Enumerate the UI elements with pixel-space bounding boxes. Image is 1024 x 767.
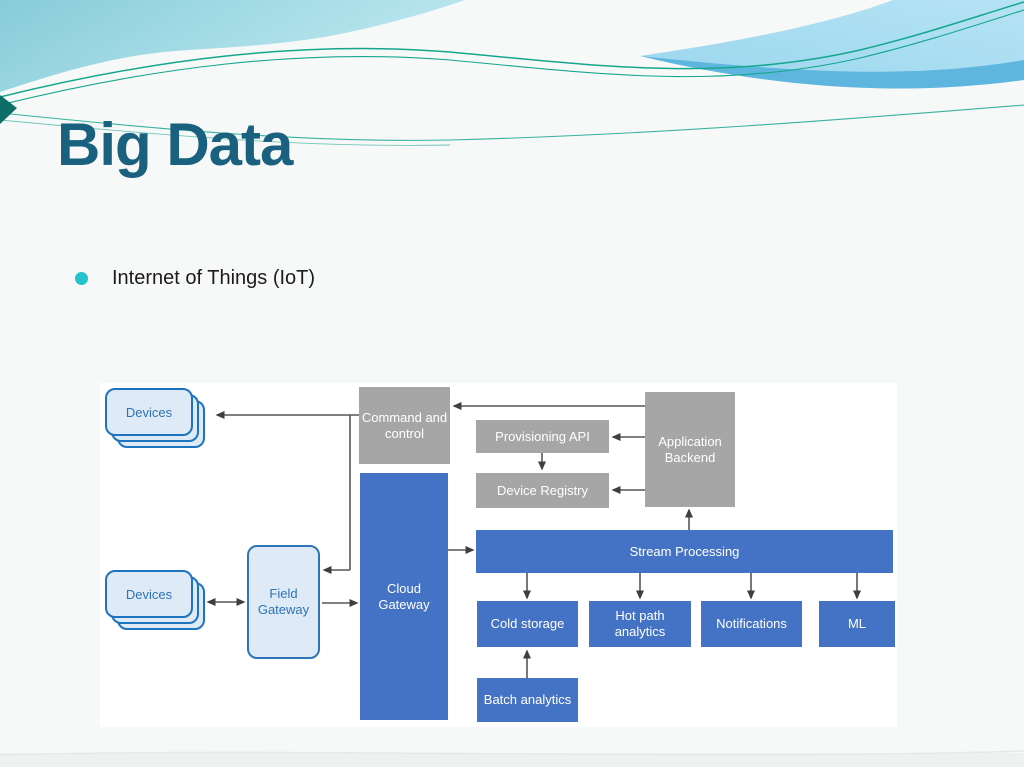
node-label: Command and control — [361, 409, 448, 441]
node-provisioning-api: Provisioning API — [476, 420, 609, 453]
node-label: Notifications — [716, 616, 787, 632]
devices-stack-card-front: Devices — [105, 388, 193, 436]
node-cloud-gateway: Cloud Gateway — [360, 473, 448, 720]
node-label: Cloud Gateway — [378, 580, 430, 612]
wave-line-4 — [0, 119, 451, 146]
header-wave-graphic — [0, 0, 1024, 146]
wave-band-corner-dark — [640, 56, 1024, 89]
node-label: Field Gateway — [257, 586, 310, 617]
wave-line-2 — [0, 9, 1024, 106]
wave-band-main — [0, 0, 465, 92]
node-device-registry: Device Registry — [476, 473, 609, 508]
node-batch-analytics: Batch analytics — [477, 678, 578, 722]
slide-title: Big Data — [57, 111, 293, 178]
bullet-text: Internet of Things (IoT) — [112, 267, 316, 289]
node-ml: ML — [819, 601, 895, 647]
node-label: Provisioning API — [495, 428, 590, 444]
iot-architecture-diagram: Devices Devices Command and control Clou… — [100, 383, 897, 727]
node-devices-bottom: Devices — [105, 570, 207, 632]
node-stream-processing: Stream Processing — [476, 530, 893, 573]
footer-wave-graphic — [0, 750, 1024, 767]
node-label: Device Registry — [496, 482, 589, 498]
node-label: Devices — [125, 404, 173, 420]
wave-line-1 — [0, 1, 1024, 98]
node-notifications: Notifications — [701, 601, 802, 647]
node-command-and-control: Command and control — [359, 387, 450, 464]
node-hot-path-analytics: Hot path analytics — [589, 601, 691, 647]
node-application-backend: Application Backend — [645, 392, 735, 507]
node-cold-storage: Cold storage — [477, 601, 578, 647]
bullet-marker-icon — [75, 272, 88, 285]
wave-line-3 — [0, 104, 1024, 141]
node-devices-top: Devices — [105, 388, 207, 450]
node-label: Application Backend — [658, 433, 722, 465]
node-label: Batch analytics — [483, 692, 572, 708]
node-label: Cold storage — [490, 616, 565, 632]
node-label: Stream Processing — [629, 543, 740, 559]
wave-notch — [0, 95, 17, 124]
devices-stack-card-front: Devices — [105, 570, 193, 618]
node-field-gateway: Field Gateway — [247, 545, 320, 659]
node-label: Hot path analytics — [614, 608, 666, 639]
node-label: Devices — [125, 586, 173, 602]
bullet-item: Internet of Things (IoT) — [75, 267, 315, 290]
node-label: ML — [847, 616, 867, 632]
